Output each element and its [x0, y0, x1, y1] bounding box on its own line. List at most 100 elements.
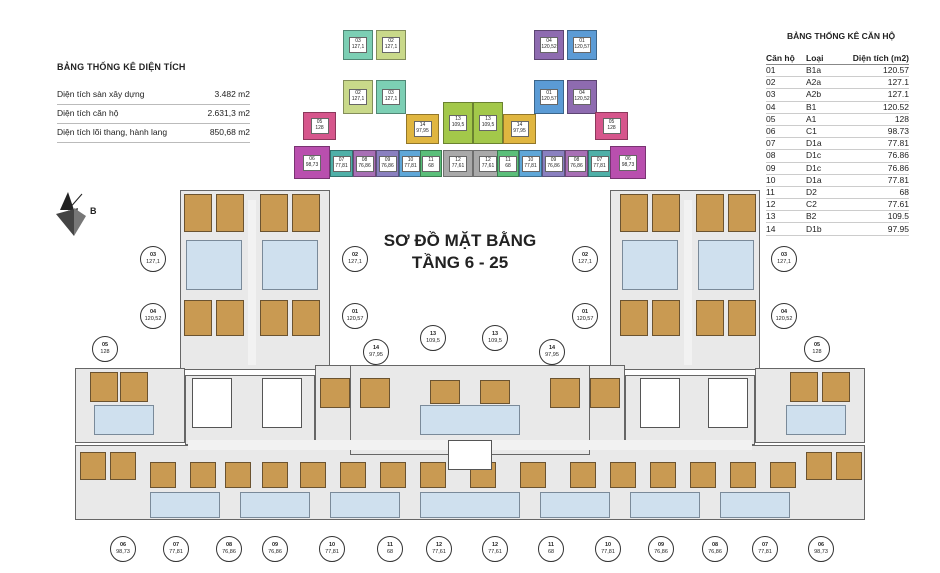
unit-area: 120,52 [775, 316, 793, 322]
key-plan-unit-area: 120,52 [541, 44, 557, 50]
key-plan-unit-area: 77,81 [593, 162, 606, 169]
apartment-number: 04 [766, 101, 806, 114]
living-area [630, 492, 700, 518]
unit-number: 01 [581, 309, 589, 315]
room [110, 452, 136, 480]
key-plan-unit-area: 127,1 [384, 96, 398, 102]
unit-number: 14 [372, 345, 380, 351]
room [90, 372, 118, 402]
room [652, 194, 680, 232]
apartment-number: 14 [766, 222, 806, 236]
key-plan-unit-area: 109,5 [481, 122, 495, 128]
room [620, 194, 648, 232]
apartment-area: 128 [852, 113, 909, 126]
key-plan-unit-area: 76,86 [381, 162, 394, 169]
unit-number: 07 [761, 542, 769, 548]
apartment-type: D1c [806, 149, 852, 163]
room [80, 452, 106, 480]
room [696, 194, 724, 232]
apartment-number: 09 [766, 162, 806, 175]
apartment-type: B2 [806, 210, 852, 224]
header-apartment: Căn hộ [766, 52, 806, 65]
key-plan-unit-area: 77,81 [335, 162, 348, 169]
key-plan-unit-number: 13 [485, 116, 491, 122]
room [570, 462, 596, 488]
stair-core [192, 378, 232, 428]
apartment-type: A2a [806, 76, 852, 90]
key-plan-unit-area: 77,81 [524, 162, 537, 169]
key-plan-unit-area: 109,5 [451, 122, 465, 128]
unit-area: 77,61 [488, 549, 502, 555]
unit-number: 09 [657, 542, 665, 548]
apartment-area: 77.61 [852, 198, 909, 212]
apartment-type: D1a [806, 174, 852, 187]
living-area [720, 492, 790, 518]
unit-area: 77,81 [601, 549, 615, 555]
key-plan-unit-number: 06 [625, 155, 631, 162]
room [184, 300, 212, 336]
unit-area: 76,86 [654, 549, 668, 555]
room [216, 300, 244, 336]
key-plan-unit-area: 77,61 [481, 162, 495, 169]
room [690, 462, 716, 488]
unit-area: 68 [386, 549, 394, 555]
plan-title-line1: SƠ ĐỒ MẶT BẰNG [383, 231, 537, 250]
apartment-type: B1a [806, 64, 852, 78]
key-plan-unit-number: 01 [546, 90, 552, 96]
unit-number: 09 [271, 542, 279, 548]
room [120, 372, 148, 402]
key-plan-unit-number: 05 [608, 119, 615, 125]
unit-number: 03 [149, 252, 157, 258]
unit-area: 77,81 [758, 549, 772, 555]
room [728, 194, 756, 232]
room [216, 194, 244, 232]
key-plan-unit-area: 77,61 [451, 162, 465, 169]
room [340, 462, 366, 488]
room [620, 300, 648, 336]
unit-number: 02 [351, 252, 359, 258]
key-plan-unit-number: 03 [355, 38, 361, 44]
key-plan-unit-number: 09 [550, 156, 557, 163]
room [652, 300, 680, 336]
key-plan-unit-number: 13 [455, 116, 461, 122]
stair-core [262, 378, 302, 428]
apartment-type: C1 [806, 125, 852, 139]
unit-number: 13 [429, 331, 437, 337]
unit-area: 76,86 [222, 549, 236, 555]
unit-number: 05 [813, 342, 821, 348]
area-stats-title: BẢNG THỐNG KÊ DIỆN TÍCH [57, 62, 186, 72]
key-plan-unit-number: 04 [546, 38, 552, 44]
